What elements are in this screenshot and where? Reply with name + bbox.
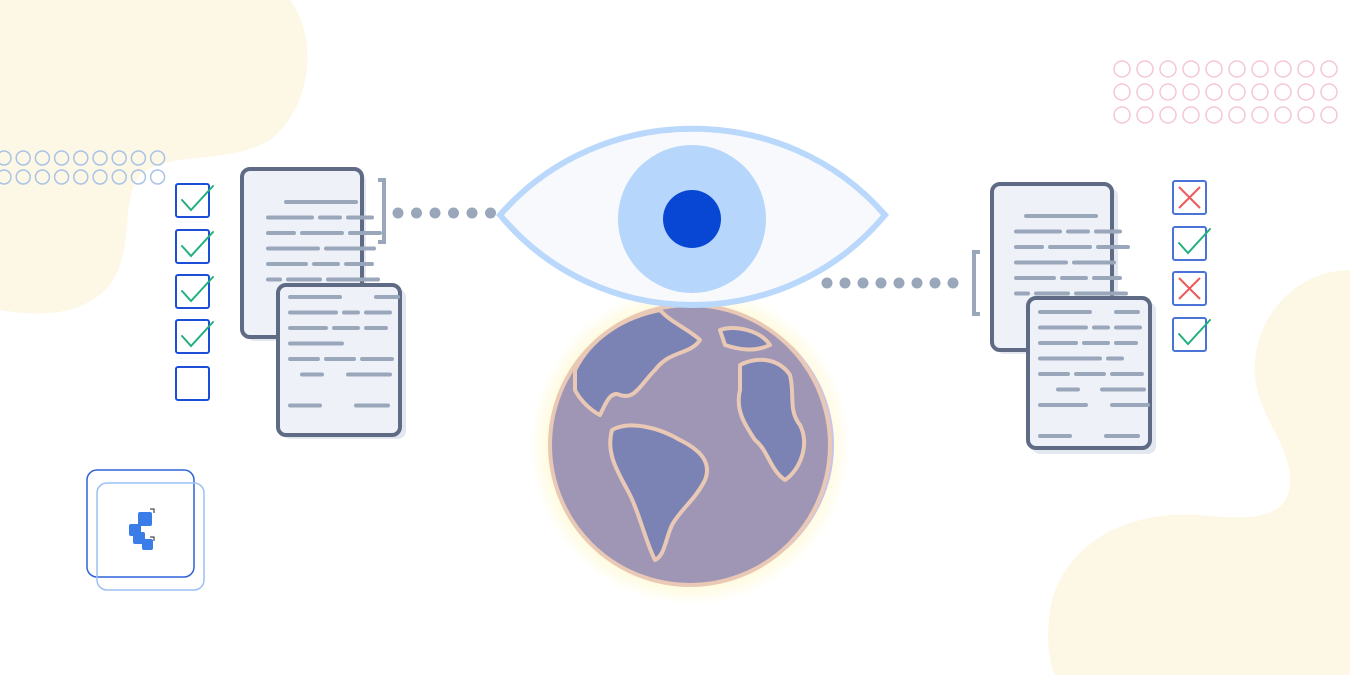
decorative-circle [15,169,31,185]
checkbox [175,366,210,401]
connector-dot [392,207,404,219]
decorative-circle [1320,106,1338,124]
decorative-circle [1320,83,1338,101]
connector-dot [839,277,851,289]
decorative-circle [1228,83,1246,101]
connector-dot [448,207,459,219]
connector-dot [875,277,887,289]
document-text-lines [266,200,382,282]
checkbox [175,319,210,354]
connector-dot [821,277,833,289]
decorative-circle [1113,106,1131,124]
decorative-circle [34,150,51,166]
continents [573,308,806,562]
eye-pupil [663,190,721,248]
checkbox [1172,226,1207,261]
check-icon [181,276,214,303]
background-blob-bottom-right [1048,270,1350,675]
checkbox [1172,317,1207,352]
decorative-circle [0,150,12,166]
decorative-circle [1251,83,1269,101]
decorative-circle [1136,60,1154,78]
decorative-circle [34,169,51,185]
decorative-circle [15,150,31,166]
decorative-blue-circles [0,150,166,185]
bracket-left [378,178,386,244]
cross-icon [1178,277,1201,300]
check-icon [181,231,214,258]
background-blob-top-left [0,0,308,314]
decorative-circle [92,169,108,185]
decorative-circle [130,169,147,185]
dotted-connector-right [821,277,959,289]
decorative-circle [130,150,147,166]
decorative-circle [1159,60,1177,78]
connector-dot [485,207,496,219]
decorative-circle [73,150,89,166]
decorative-circle [1205,106,1223,124]
decorative-circle [111,150,127,166]
decorative-circle [1182,106,1200,124]
document-text-lines [1038,310,1150,438]
decorative-circle [149,150,166,166]
decorative-circle [1297,60,1315,78]
decorative-circle [1274,83,1292,101]
checkbox [175,229,210,264]
eye [496,125,889,308]
decorative-circle [1182,83,1200,101]
checkbox [175,183,210,218]
decorative-circle [149,169,166,185]
decorative-circle [1159,83,1177,101]
decorative-circle [0,169,12,185]
decorative-circle [1274,106,1292,124]
connector-dot [429,207,441,219]
decorative-circle [1297,83,1315,101]
decorative-circle [53,150,70,166]
decorative-circle [111,169,127,185]
globe [530,285,850,605]
decorative-circle [92,150,108,166]
connector-dot [911,277,923,289]
decorative-circle [1251,60,1269,78]
cross-icon [1178,186,1201,209]
decorative-circle [1205,83,1223,101]
decorative-circle [1113,83,1131,101]
decorative-circle [1274,60,1292,78]
decorative-circle [1228,106,1246,124]
decorative-circle [1297,106,1315,124]
check-icon [1178,228,1211,255]
decorative-circle [1182,60,1200,78]
dotted-connector-left [392,207,496,219]
connector-dot [466,207,478,219]
decorative-circle [73,169,89,185]
check-icon [181,321,214,348]
check-icon [181,185,214,212]
document-text-lines [288,295,400,408]
left-checklist [175,183,214,401]
decorative-circle [1136,106,1154,124]
decorative-pink-circles [1113,60,1338,124]
decorative-circle [1136,83,1154,101]
decorative-circle [1159,106,1177,124]
decorative-circle [1320,60,1338,78]
right-checklist [1172,180,1211,352]
connector-dot [893,277,905,289]
connector-dot [411,207,422,219]
logo [86,469,205,591]
document-left-front [276,283,406,439]
document-text-lines [1014,214,1130,296]
decorative-circle [1113,60,1131,78]
connector-dot [857,277,869,289]
connector-dot [929,277,941,289]
check-icon [1178,319,1211,346]
decorative-circle [1228,60,1246,78]
decorative-circle [53,169,70,185]
bracket-right [972,250,980,316]
connector-dot [947,277,959,289]
checkbox [175,274,210,309]
decorative-circle [1205,60,1223,78]
decorative-circle [1251,106,1269,124]
